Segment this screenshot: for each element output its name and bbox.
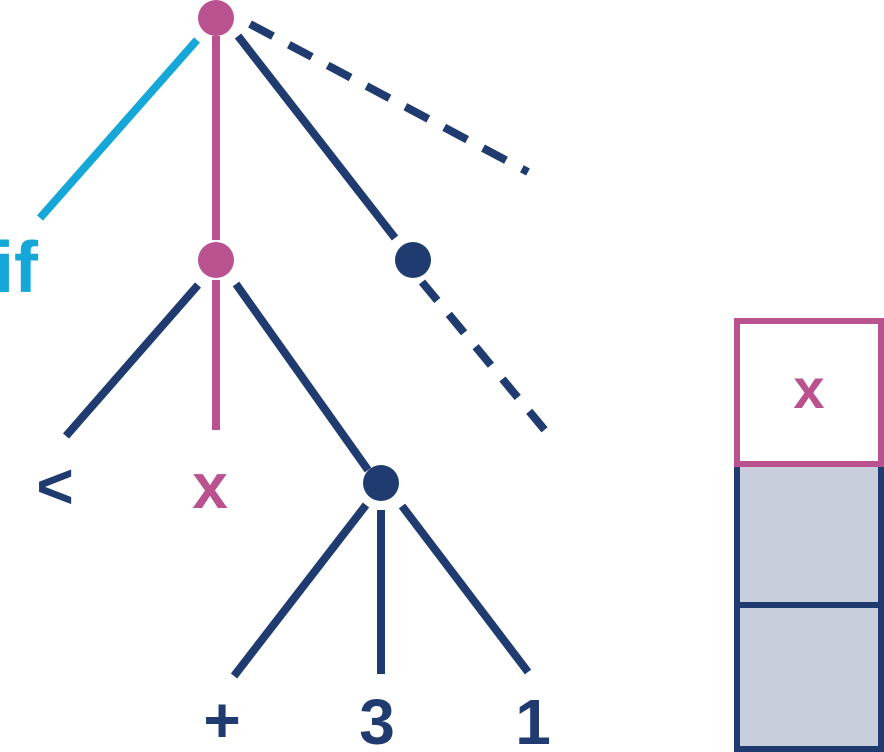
stack-cell-top: x xyxy=(734,318,884,467)
edge-node4-plus xyxy=(230,502,370,679)
edge-node2-node4 xyxy=(232,281,372,473)
edge-node4-one xyxy=(398,503,532,675)
root-node xyxy=(198,0,234,36)
label-x: x xyxy=(192,450,228,522)
edge-root-node3 xyxy=(234,33,399,241)
node-plus-expr xyxy=(363,465,399,501)
stack-cell-top-label: x xyxy=(793,356,825,420)
edge-node3-dashed xyxy=(418,279,557,443)
label-if: if xyxy=(0,228,39,308)
label-three: 3 xyxy=(359,686,395,752)
edge-node2-less-than xyxy=(62,282,202,439)
edge-root-dashed xyxy=(248,20,530,176)
node-x-branch xyxy=(198,242,234,278)
label-less-than: < xyxy=(36,450,73,522)
node-else-branch xyxy=(395,242,431,278)
stack-cell-bottom xyxy=(734,602,884,752)
variable-stack: x xyxy=(734,318,884,752)
label-one: 1 xyxy=(515,686,551,752)
edge-root-if xyxy=(37,37,200,221)
label-plus: + xyxy=(203,684,240,752)
stack-cell-middle xyxy=(734,461,884,608)
